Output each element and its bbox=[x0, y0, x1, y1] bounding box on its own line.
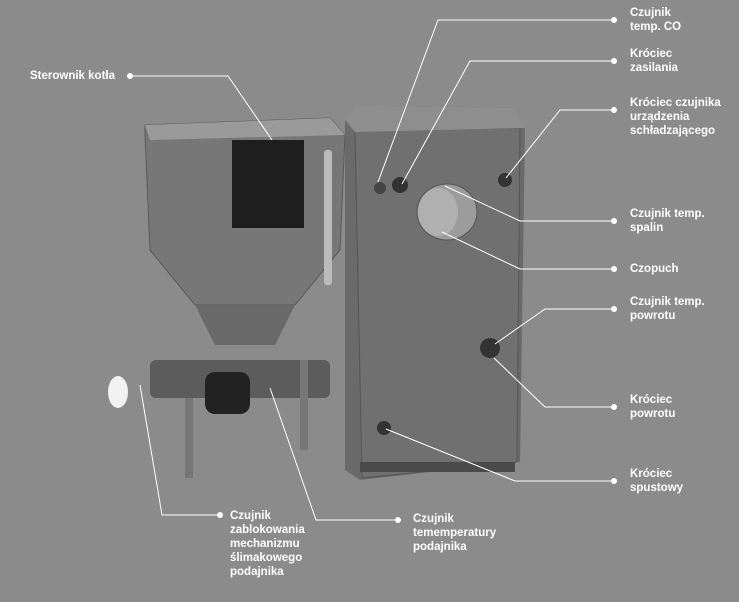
boiler-illustration bbox=[108, 105, 525, 480]
label-drain-connector: Króciec spustowy bbox=[630, 468, 684, 494]
leader-dots bbox=[127, 17, 617, 523]
label-feeder-block-sensor: Czujnik zablokowania mechanizmu ślimakow… bbox=[230, 510, 305, 578]
leader-lines bbox=[130, 19, 614, 521]
label-supply-connector: Króciec zasilania bbox=[630, 48, 678, 74]
boiler-top bbox=[345, 105, 525, 132]
leader-drain bbox=[385, 428, 614, 482]
label-flue: Czopuch bbox=[630, 263, 679, 275]
leader-feeder-block bbox=[139, 384, 220, 516]
pipe bbox=[324, 150, 332, 285]
hopper-neck bbox=[195, 305, 295, 345]
leader-supply bbox=[401, 60, 614, 185]
leader-feeder-temp bbox=[269, 387, 398, 521]
leader-flue bbox=[441, 231, 614, 270]
leader-controller bbox=[130, 75, 273, 141]
label-controller: Sterownik kotła bbox=[30, 70, 115, 82]
leader-cooling bbox=[505, 109, 614, 179]
label-return-connector: Króciec powrotu bbox=[630, 394, 676, 420]
label-feeder-temp-sensor: Czujnik tememperatury podajnika bbox=[413, 513, 497, 553]
motor bbox=[205, 372, 250, 414]
fan bbox=[108, 376, 128, 408]
label-cooling-sensor-connector: Króciec czujnika urządzenia schładzające… bbox=[630, 97, 721, 137]
label-flue-gas-sensor: Czujnik temp. spalin bbox=[630, 208, 705, 234]
leader-return-sensor bbox=[494, 308, 614, 345]
hopper-lid bbox=[145, 118, 345, 140]
boiler-base bbox=[360, 462, 515, 472]
controller-panel bbox=[232, 140, 304, 228]
leader-flue-sensor bbox=[444, 185, 614, 222]
label-temp-co-sensor: Czujnik temp. CO bbox=[630, 7, 682, 33]
label-return-temp-sensor: Czujnik temp. powrotu bbox=[630, 296, 705, 322]
leader-return bbox=[493, 357, 614, 408]
supply-connector-shape bbox=[392, 177, 408, 193]
leader-temp-co bbox=[377, 19, 614, 183]
